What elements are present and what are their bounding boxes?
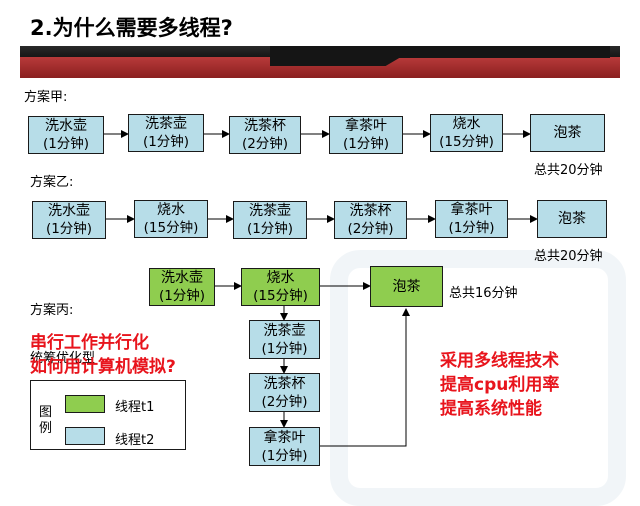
step-time: (2分钟) (261, 393, 308, 410)
benefits-line2: 提高cpu利用率 (440, 375, 560, 395)
step-name: 拿茶叶 (450, 202, 493, 218)
legend-label-t2: 线程t2 (115, 433, 155, 448)
step-name: 洗茶杯 (349, 203, 392, 219)
title-banner (20, 46, 620, 78)
plan-c-t1-step-2: 烧水 (15分钟) (241, 268, 320, 306)
step-name: 烧水 (157, 202, 185, 218)
step-time: (1分钟) (142, 134, 190, 150)
arrow-c-join (320, 308, 410, 447)
page-title: 2.为什么需要多线程? (30, 16, 233, 40)
plan-a-step-2: 洗茶壶 (1分钟) (128, 114, 204, 152)
step-name: 洗茶壶 (145, 116, 187, 132)
plan-c-t2-step-2: 洗茶杯 (2分钟) (249, 373, 320, 412)
step-name: 洗水壶 (45, 118, 87, 134)
step-name: 洗茶壶 (263, 322, 306, 339)
banner-red-stripe (20, 57, 620, 78)
plan-c-final-step: 泡茶 (370, 266, 443, 307)
plan-a-label: 方案甲: (24, 90, 68, 105)
plan-b-step-5: 拿茶叶 (1分钟) (435, 200, 508, 238)
plan-a-total: 总共20分钟 (534, 163, 603, 178)
step-time: (1分钟) (342, 136, 390, 152)
plan-c-label-line2: 统筹优化型 (30, 351, 96, 366)
plan-b-step-2: 烧水 (15分钟) (134, 200, 208, 238)
plan-b-step-1: 洗水壶 (1分钟) (32, 201, 106, 239)
step-time: (1分钟) (261, 340, 308, 357)
question-text: 串行工作并行化 如何用计算机模拟? (30, 331, 176, 379)
step-name: 泡茶 (558, 211, 586, 227)
plan-c-total: 总共16分钟 (449, 286, 518, 301)
plan-a-step-3: 洗茶杯 (2分钟) (229, 116, 301, 154)
plan-c-label: 方案丙: 统筹优化型 (30, 271, 95, 383)
step-time: (1分钟) (246, 221, 294, 237)
plan-a-step-6: 泡茶 (530, 114, 605, 152)
step-name: 拿茶叶 (345, 118, 387, 134)
step-name: 烧水 (452, 116, 481, 132)
legend-title: 图例 (39, 405, 53, 436)
legend: 图例 线程t1 线程t2 (30, 380, 186, 450)
plan-b-step-4: 洗茶杯 (2分钟) (334, 201, 407, 239)
benefits-text: 采用多线程技术 提高cpu利用率 提高系统性能 (440, 349, 559, 421)
plan-a-step-1: 洗水壶 (1分钟) (28, 116, 104, 154)
step-time: (15分钟) (439, 134, 494, 150)
step-time: (1分钟) (45, 221, 93, 237)
step-time: (1分钟) (448, 220, 495, 236)
step-name: 洗茶壶 (249, 203, 291, 219)
step-name: 洗茶杯 (263, 375, 306, 392)
benefits-line1: 采用多线程技术 (440, 351, 559, 371)
step-time: (2分钟) (241, 136, 289, 152)
legend-swatch-t2 (65, 427, 105, 445)
plan-c-label-line1: 方案丙: (30, 303, 74, 318)
plan-b-total: 总共20分钟 (534, 249, 603, 264)
plan-c-t2-step-1: 洗茶壶 (1分钟) (249, 320, 320, 359)
step-name: 拿茶叶 (263, 429, 306, 446)
step-time: (15分钟) (253, 288, 308, 304)
flow-arrows (104, 130, 538, 447)
plan-a-step-4: 拿茶叶 (1分钟) (329, 116, 403, 154)
legend-label-t1: 线程t1 (115, 400, 155, 415)
question-line1: 串行工作并行化 (30, 333, 149, 353)
plan-c-t1-step-1: 洗水壶 (1分钟) (149, 268, 215, 306)
step-time: (1分钟) (42, 136, 90, 152)
step-name: 洗水壶 (48, 203, 90, 219)
step-name: 洗水壶 (161, 270, 203, 286)
benefits-line3: 提高系统性能 (440, 399, 542, 419)
step-name: 泡茶 (553, 125, 582, 141)
plan-c-t2-step-3: 拿茶叶 (1分钟) (249, 427, 320, 466)
step-time: (1分钟) (261, 447, 308, 464)
step-time: (15分钟) (143, 220, 199, 236)
plan-b-step-3: 洗茶壶 (1分钟) (233, 201, 307, 239)
plan-b-label: 方案乙: (30, 175, 74, 190)
step-name: 洗茶杯 (244, 118, 286, 134)
step-time: (2分钟) (347, 221, 394, 237)
question-line2: 如何用计算机模拟? (30, 357, 176, 377)
plan-b-step-6: 泡茶 (537, 200, 607, 238)
step-name: 烧水 (266, 270, 295, 286)
step-name: 泡茶 (392, 278, 421, 295)
step-time: (1分钟) (158, 288, 206, 304)
plan-a-step-5: 烧水 (15分钟) (430, 114, 503, 152)
legend-swatch-t1 (65, 395, 105, 413)
